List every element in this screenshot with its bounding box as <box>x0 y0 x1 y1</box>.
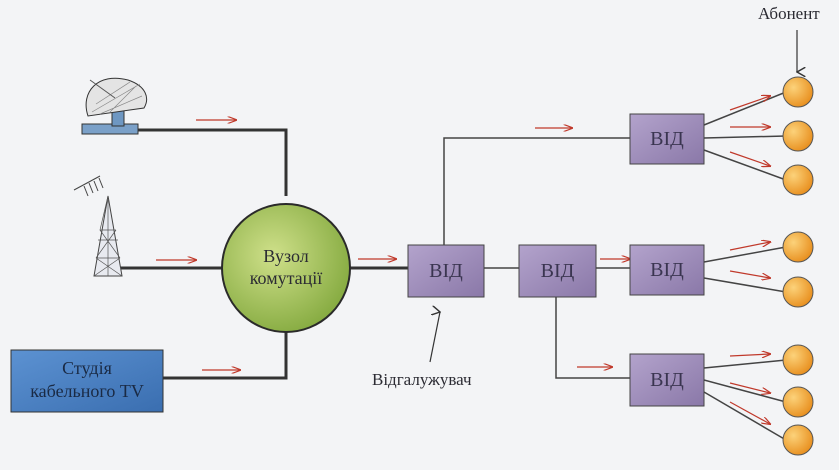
subscriber <box>782 276 814 308</box>
splitter-boxes <box>407 113 705 407</box>
splitter-label: Відгалужувач <box>372 370 472 389</box>
splitter-box-main <box>407 244 485 298</box>
subscriber <box>782 344 814 376</box>
cable-tv-studio-box <box>10 349 164 413</box>
splitter-box-right <box>629 244 705 296</box>
subscriber <box>782 424 814 456</box>
studio-label-line2: кабельного TV <box>30 381 144 401</box>
switching-node <box>221 203 351 333</box>
subscriber <box>782 164 814 196</box>
splitter-pointer <box>429 312 440 363</box>
subscribers <box>782 76 814 456</box>
switch-node-label-line1: Вузол <box>263 246 309 266</box>
studio-label-line1: Студія <box>62 358 112 378</box>
subscriber <box>782 76 814 108</box>
satellite-dish-icon <box>81 77 148 135</box>
splitter-box-middle <box>518 244 597 298</box>
antenna-tower-icon <box>73 175 123 277</box>
splitter-box-bottom <box>629 353 705 407</box>
switch-node-label-line2: комутації <box>249 268 323 288</box>
subscriber-label: Абонент <box>758 4 820 23</box>
input-lines <box>120 128 408 380</box>
subscriber <box>782 120 814 152</box>
subscriber <box>782 386 814 418</box>
distribution-lines <box>443 91 787 441</box>
subscriber <box>782 231 814 263</box>
signal-flow-arrows <box>156 96 770 424</box>
splitter-box-top <box>629 113 705 165</box>
